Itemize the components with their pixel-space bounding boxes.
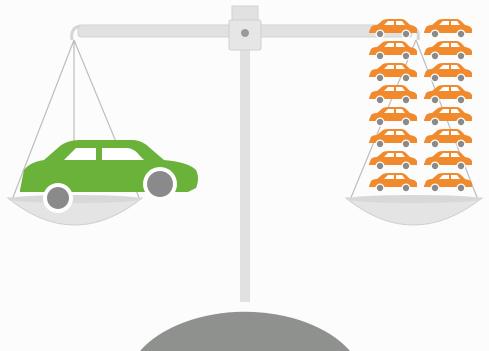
small-car-icon — [424, 41, 472, 61]
left-pan-rim — [8, 195, 142, 203]
small-car-icon — [369, 129, 417, 149]
small-car-icon — [369, 85, 417, 105]
small-car-icon — [369, 41, 417, 61]
scale-pole — [240, 40, 250, 302]
small-cars-stack — [369, 19, 472, 193]
small-car-icon — [424, 173, 472, 193]
scale-base — [140, 312, 350, 351]
small-car-icon — [369, 151, 417, 171]
small-car-icon — [424, 19, 472, 39]
small-car-icon — [369, 173, 417, 193]
right-pan-rim — [346, 195, 482, 203]
small-car-icon — [424, 85, 472, 105]
small-car-icon — [424, 63, 472, 83]
small-car-icon — [424, 151, 472, 171]
small-car-icon — [424, 129, 472, 149]
scale-pivot — [241, 29, 249, 37]
small-car-icon — [369, 107, 417, 127]
small-car-icon — [369, 63, 417, 83]
